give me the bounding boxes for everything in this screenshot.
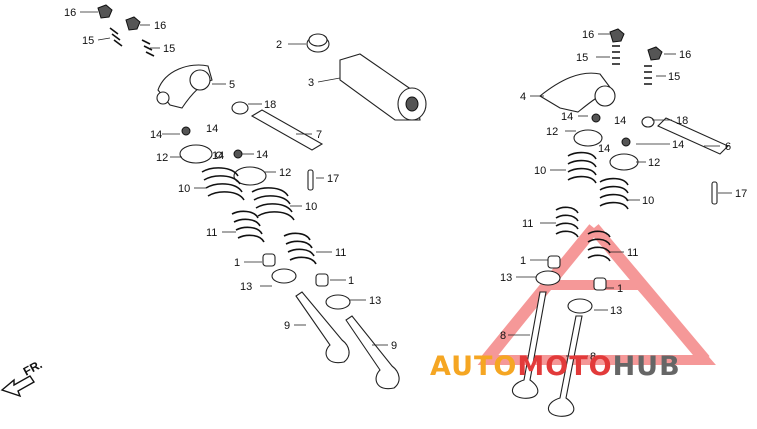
callout-15-a: 15 xyxy=(82,35,94,47)
left-adjuster-screw xyxy=(97,4,123,47)
callout-15-d: 15 xyxy=(668,71,680,83)
callout-11-b: 11 xyxy=(335,247,346,259)
right-valves xyxy=(511,291,583,417)
callout-15-c: 15 xyxy=(576,52,588,64)
callout-17-a: 17 xyxy=(327,173,339,185)
callout-17-b: 17 xyxy=(735,188,747,200)
callout-16-c: 16 xyxy=(582,29,594,41)
camshaft-plug xyxy=(306,33,330,53)
right-pin xyxy=(711,181,718,205)
callout-11-d: 11 xyxy=(627,247,638,259)
callout-2: 2 xyxy=(276,39,282,51)
callout-4: 4 xyxy=(520,91,526,103)
callout-18-a: 18 xyxy=(264,99,276,111)
callout-11-a: 11 xyxy=(206,227,217,239)
watermark: AUTOMOTOHUB xyxy=(430,351,681,382)
callout-8-b: 8 xyxy=(590,351,596,363)
callout-12-a: 12 xyxy=(156,152,168,164)
callout-15-b: 15 xyxy=(163,43,175,55)
callout-6: 6 xyxy=(725,141,731,153)
callout-12-c: 12 xyxy=(546,126,558,138)
right-inner-springs xyxy=(555,206,611,262)
callout-14-e: 14 xyxy=(561,111,573,123)
right-spring-seats xyxy=(535,270,593,314)
right-adjuster-screw xyxy=(609,28,625,65)
callout-10-c: 10 xyxy=(534,165,546,177)
camshaft xyxy=(339,53,427,121)
callout-14-f: 14 xyxy=(614,115,626,127)
callout-1-c: 1 xyxy=(520,255,526,267)
right-rocker-shaft xyxy=(641,116,729,155)
callout-14-c: 14 xyxy=(212,150,224,162)
callout-11-c: 11 xyxy=(522,218,533,230)
right-small-parts xyxy=(591,113,631,147)
left-inner-springs xyxy=(231,210,317,265)
front-label: FR. xyxy=(21,357,45,378)
left-spring-retainers xyxy=(179,144,267,186)
callout-9-a: 9 xyxy=(284,320,290,332)
callout-10-b: 10 xyxy=(305,201,317,213)
front-arrow-icon xyxy=(0,375,36,398)
left-spring-seats xyxy=(271,268,351,310)
left-valve-seals xyxy=(262,253,329,287)
left-pin xyxy=(307,169,314,191)
callout-16-d: 16 xyxy=(679,49,691,61)
part-callouts: 16 16 15 15 5 2 3 18 7 14 14 12 14 14 12… xyxy=(64,7,747,363)
right-adjuster-screw-2 xyxy=(644,46,663,85)
right-spring-retainers xyxy=(573,129,639,171)
callout-16-a: 16 xyxy=(64,7,76,19)
callout-1-a: 1 xyxy=(234,257,240,269)
left-outer-springs xyxy=(201,167,295,221)
left-valves xyxy=(295,291,400,390)
watermark-part-moto: MOTO xyxy=(517,351,612,382)
callout-7: 7 xyxy=(316,129,322,141)
left-small-parts xyxy=(181,126,243,159)
callout-1-d: 1 xyxy=(617,283,623,295)
callout-14-d: 14 xyxy=(256,149,268,161)
right-valve-seals xyxy=(547,255,607,291)
callout-9-b: 9 xyxy=(391,340,397,352)
callout-14-a: 14 xyxy=(150,129,162,141)
left-adjuster-screw-2 xyxy=(125,16,155,57)
callout-8-a: 8 xyxy=(500,330,506,342)
callout-5: 5 xyxy=(229,79,235,91)
left-rocker-arm xyxy=(156,64,213,109)
callout-10-a: 10 xyxy=(178,183,190,195)
right-rocker-arm xyxy=(539,72,616,113)
callout-14-h: 14 xyxy=(672,139,684,151)
callout-18-b: 18 xyxy=(676,115,688,127)
callout-12-d: 12 xyxy=(648,157,660,169)
watermark-part-auto: AUTO xyxy=(430,351,517,382)
callout-12-b: 12 xyxy=(279,167,291,179)
svg-text:AUTOMOTOHUB: AUTOMOTOHUB xyxy=(430,351,681,382)
watermark-part-hub: HUB xyxy=(613,351,681,382)
callout-13-a: 13 xyxy=(240,281,252,293)
callout-16-b: 16 xyxy=(154,20,166,32)
callout-14-g: 14 xyxy=(598,143,610,155)
callout-14-b: 14 xyxy=(206,123,218,135)
right-outer-springs xyxy=(567,151,629,210)
callout-10-d: 10 xyxy=(642,195,654,207)
callout-13-c: 13 xyxy=(500,272,512,284)
callout-1-b: 1 xyxy=(348,275,354,287)
left-rocker-shaft xyxy=(231,101,324,151)
callout-3: 3 xyxy=(308,77,314,89)
callout-13-d: 13 xyxy=(610,305,622,317)
callout-13-b: 13 xyxy=(369,295,381,307)
front-direction-indicator: FR. xyxy=(0,357,45,398)
